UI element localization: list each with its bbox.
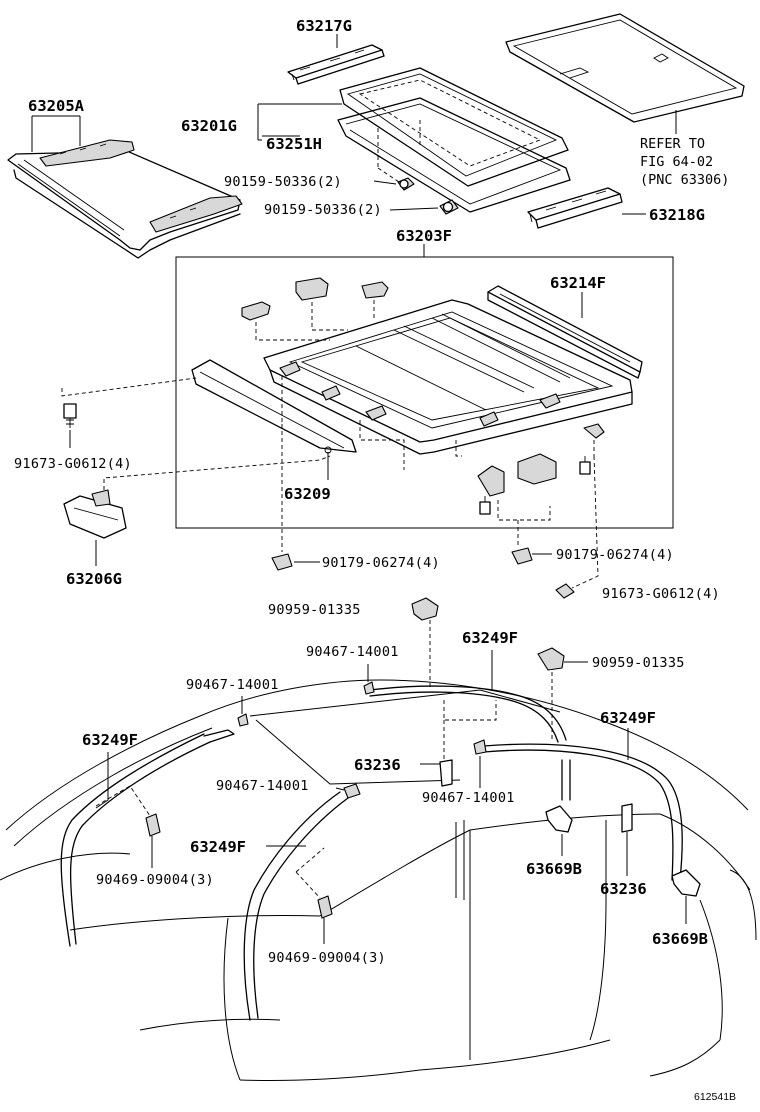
leader-63249f-a (95, 752, 109, 809)
label-90467-b: 90467-14001 (186, 677, 279, 693)
label-63249f-c: 63249F (462, 629, 518, 647)
label-63203f: 63203F (396, 227, 452, 245)
label-90179-b: 90179-06274(4) (556, 547, 674, 563)
label-90159-a: 90159-50336(2) (224, 174, 342, 190)
dashed-90469-b (295, 847, 325, 899)
figure-number: 612541B (694, 1091, 736, 1103)
label-90179-a: 90179-06274(4) (322, 555, 440, 571)
clip-90467-a (363, 681, 375, 695)
drain-hose-63249f-front-left (60, 733, 211, 947)
clip-90179-a (271, 553, 293, 571)
clip-90469-b (317, 895, 333, 919)
label-90159-b: 90159-50336(2) (264, 202, 382, 218)
part-63206g-motor (63, 455, 331, 539)
drain-hose-63249f-rear (483, 743, 683, 881)
dashed-63236-a (443, 700, 497, 760)
clip-90467-c (343, 783, 361, 799)
car-body-outline (0, 679, 757, 1081)
label-90469-a: 90469-09004(3) (96, 872, 214, 888)
bolt-90159-b (439, 199, 459, 215)
dashed-guide (377, 128, 403, 185)
drain-hose-63249f-top (369, 685, 567, 743)
part-63201g-glass (339, 67, 569, 187)
label-63669b-a: 63669B (526, 860, 582, 878)
leader-90467-c (335, 787, 345, 791)
bracket-bottom-1 (477, 465, 505, 497)
clip-90469-a (145, 813, 161, 837)
dashed-bottom (281, 376, 595, 521)
part-63251h-seal (337, 97, 571, 213)
part-63209-deflector (191, 359, 357, 454)
bracket-top-1 (241, 301, 271, 321)
refer-note-line3: (PNC 63306) (640, 172, 729, 188)
clip-90959-a (411, 597, 439, 621)
clip-90467-d (473, 739, 487, 755)
label-63214f: 63214F (550, 274, 606, 292)
fitting-63236-a (439, 759, 453, 787)
refer-note-line2: FIG 64-02 (640, 154, 713, 170)
part-63218g-rail (527, 187, 623, 229)
bracket-bottom-2 (517, 453, 557, 485)
leader-90159-b (389, 207, 439, 211)
label-63249f-a: 63249F (82, 731, 138, 749)
label-91673-a: 91673-G0612(4) (14, 456, 132, 472)
label-63249f-d: 63249F (600, 709, 656, 727)
label-63205a: 63205A (28, 97, 85, 115)
bolt-box-1 (479, 496, 491, 515)
elbow-63669b-a (545, 805, 573, 833)
bolt-90159-a (397, 177, 415, 191)
label-63236-b: 63236 (600, 880, 647, 898)
label-63249f-b: 63249F (190, 838, 246, 856)
elbow-63669b-b (671, 869, 701, 897)
fitting-63236-b (621, 803, 633, 833)
clip-90959-b (537, 647, 565, 671)
leader-90159-a (373, 180, 397, 185)
label-63201g: 63201G (181, 117, 237, 135)
label-90959-b: 90959-01335 (592, 655, 685, 671)
label-63236-a: 63236 (354, 756, 401, 774)
bolt-91673-b (555, 583, 575, 599)
dashed-91673-a (61, 377, 197, 397)
part-sunshade (505, 13, 745, 123)
label-91673-b: 91673-G0612(4) (602, 586, 720, 602)
bracket-bottom-3 (583, 423, 605, 439)
label-90467-c: 90467-14001 (216, 778, 309, 794)
part-63205a-frame (7, 139, 243, 259)
label-90959-a: 90959-01335 (268, 602, 361, 618)
label-90469-b: 90469-09004(3) (268, 950, 386, 966)
bolt-91673-a (63, 403, 77, 428)
label-63251h: 63251H (266, 135, 322, 153)
part-63214f-rail (487, 285, 643, 379)
bolt-box-2 (579, 456, 591, 475)
clip-90179-b (511, 547, 533, 565)
drain-hose-63249f-front-center (243, 791, 349, 1021)
label-90467-d: 90467-14001 (422, 790, 515, 806)
clip-90467-b (237, 713, 249, 727)
dashed-top-brackets (255, 300, 375, 341)
refer-note-line1: REFER TO (640, 136, 705, 152)
hose-stub-left (203, 729, 235, 743)
bracket-top-2 (295, 277, 329, 301)
part-sunroof-housing (263, 299, 633, 455)
leader-63201g (257, 103, 342, 141)
label-63209: 63209 (284, 485, 331, 503)
part-63217g-rail (287, 44, 385, 85)
label-63669b-b: 63669B (652, 930, 708, 948)
leader-63205a (31, 115, 81, 152)
bracket-top-3 (361, 281, 389, 299)
dashed-91673-b (571, 455, 599, 589)
hose-stub-rear (561, 759, 571, 801)
label-63217g: 63217G (296, 17, 352, 35)
label-90467-a: 90467-14001 (306, 644, 399, 660)
dashed-90469-a (95, 785, 151, 817)
label-63206g: 63206G (66, 570, 122, 588)
label-63218g: 63218G (649, 206, 705, 224)
